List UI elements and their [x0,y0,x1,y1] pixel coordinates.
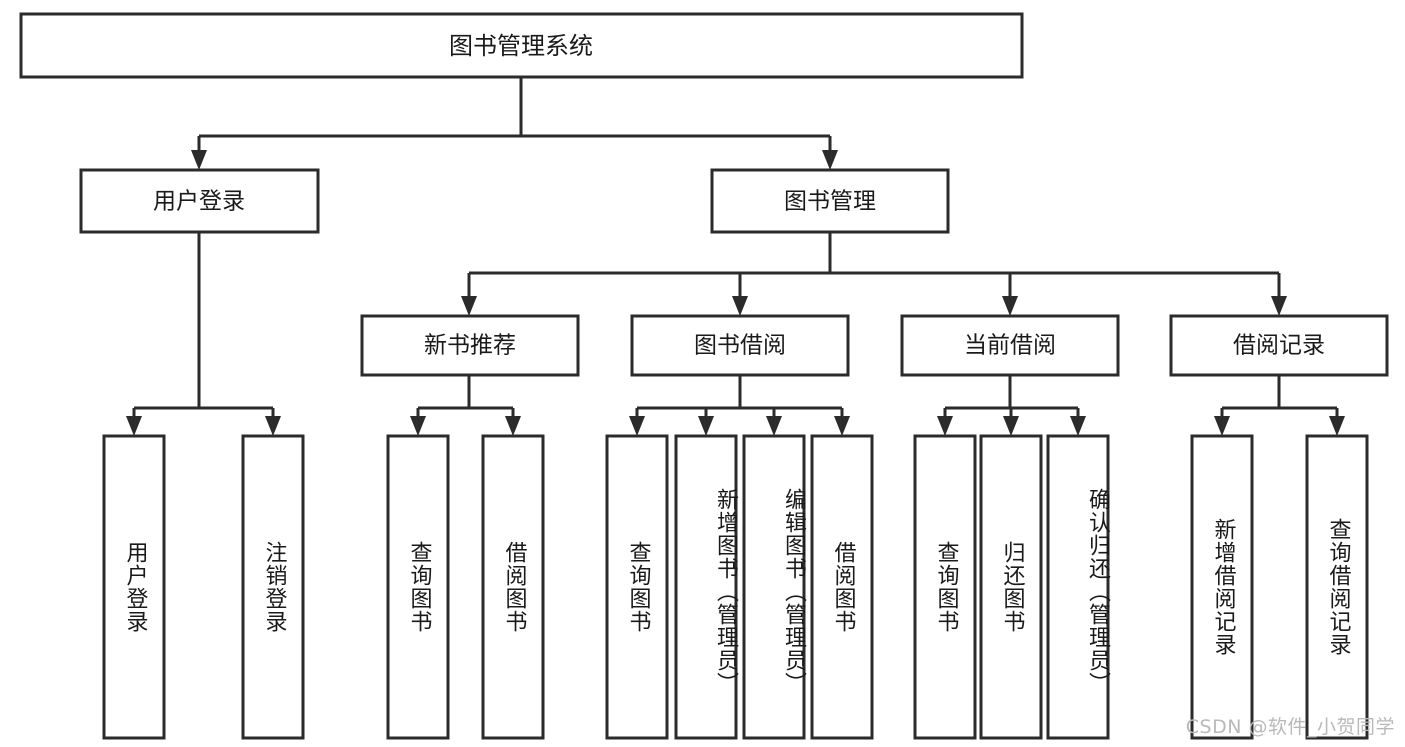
connector-bookmgmt-to-level3 [461,232,1287,316]
node-root-label: 图书管理系统 [449,32,593,60]
leaf-rects-user-login[interactable] [102,434,305,740]
watermark-text: CSDN @软件_小贺同学 [1185,716,1395,738]
node-root[interactable]: 图书管理系统 [19,12,1024,79]
connector-root-to-level2 [191,77,838,170]
node-user-login-label: 用户登录 [153,189,245,215]
leaf-rects-current-borrow[interactable] [913,434,1110,740]
node-current-borrow-label: 当前借阅 [964,333,1056,359]
node-current-borrow[interactable]: 当前借阅 [900,314,1120,377]
connector-userlogin-to-leaves [126,232,281,436]
connector-newbook-to-leaves [410,375,521,436]
connector-bookborrow-to-leaves [629,375,850,436]
node-borrow-record[interactable]: 借阅记录 [1169,314,1389,377]
leaf-rects-new-book[interactable] [386,434,545,740]
node-new-book-recommend[interactable]: 新书推荐 [360,314,580,377]
node-book-management[interactable]: 图书管理 [710,168,950,234]
node-book-management-label: 图书管理 [784,189,876,215]
leaf-rects-borrow-record[interactable] [1190,434,1369,740]
connector-borrowrecord-to-leaves [1214,375,1345,436]
node-book-borrow[interactable]: 图书借阅 [630,314,850,377]
node-borrow-record-label: 借阅记录 [1233,333,1325,359]
node-user-login[interactable]: 用户登录 [79,168,320,234]
node-new-book-recommend-label: 新书推荐 [424,333,516,359]
connector-currentborrow-to-leaves [937,375,1086,436]
node-book-borrow-label: 图书借阅 [694,333,786,359]
leaf-rects-book-borrow[interactable] [605,434,874,740]
